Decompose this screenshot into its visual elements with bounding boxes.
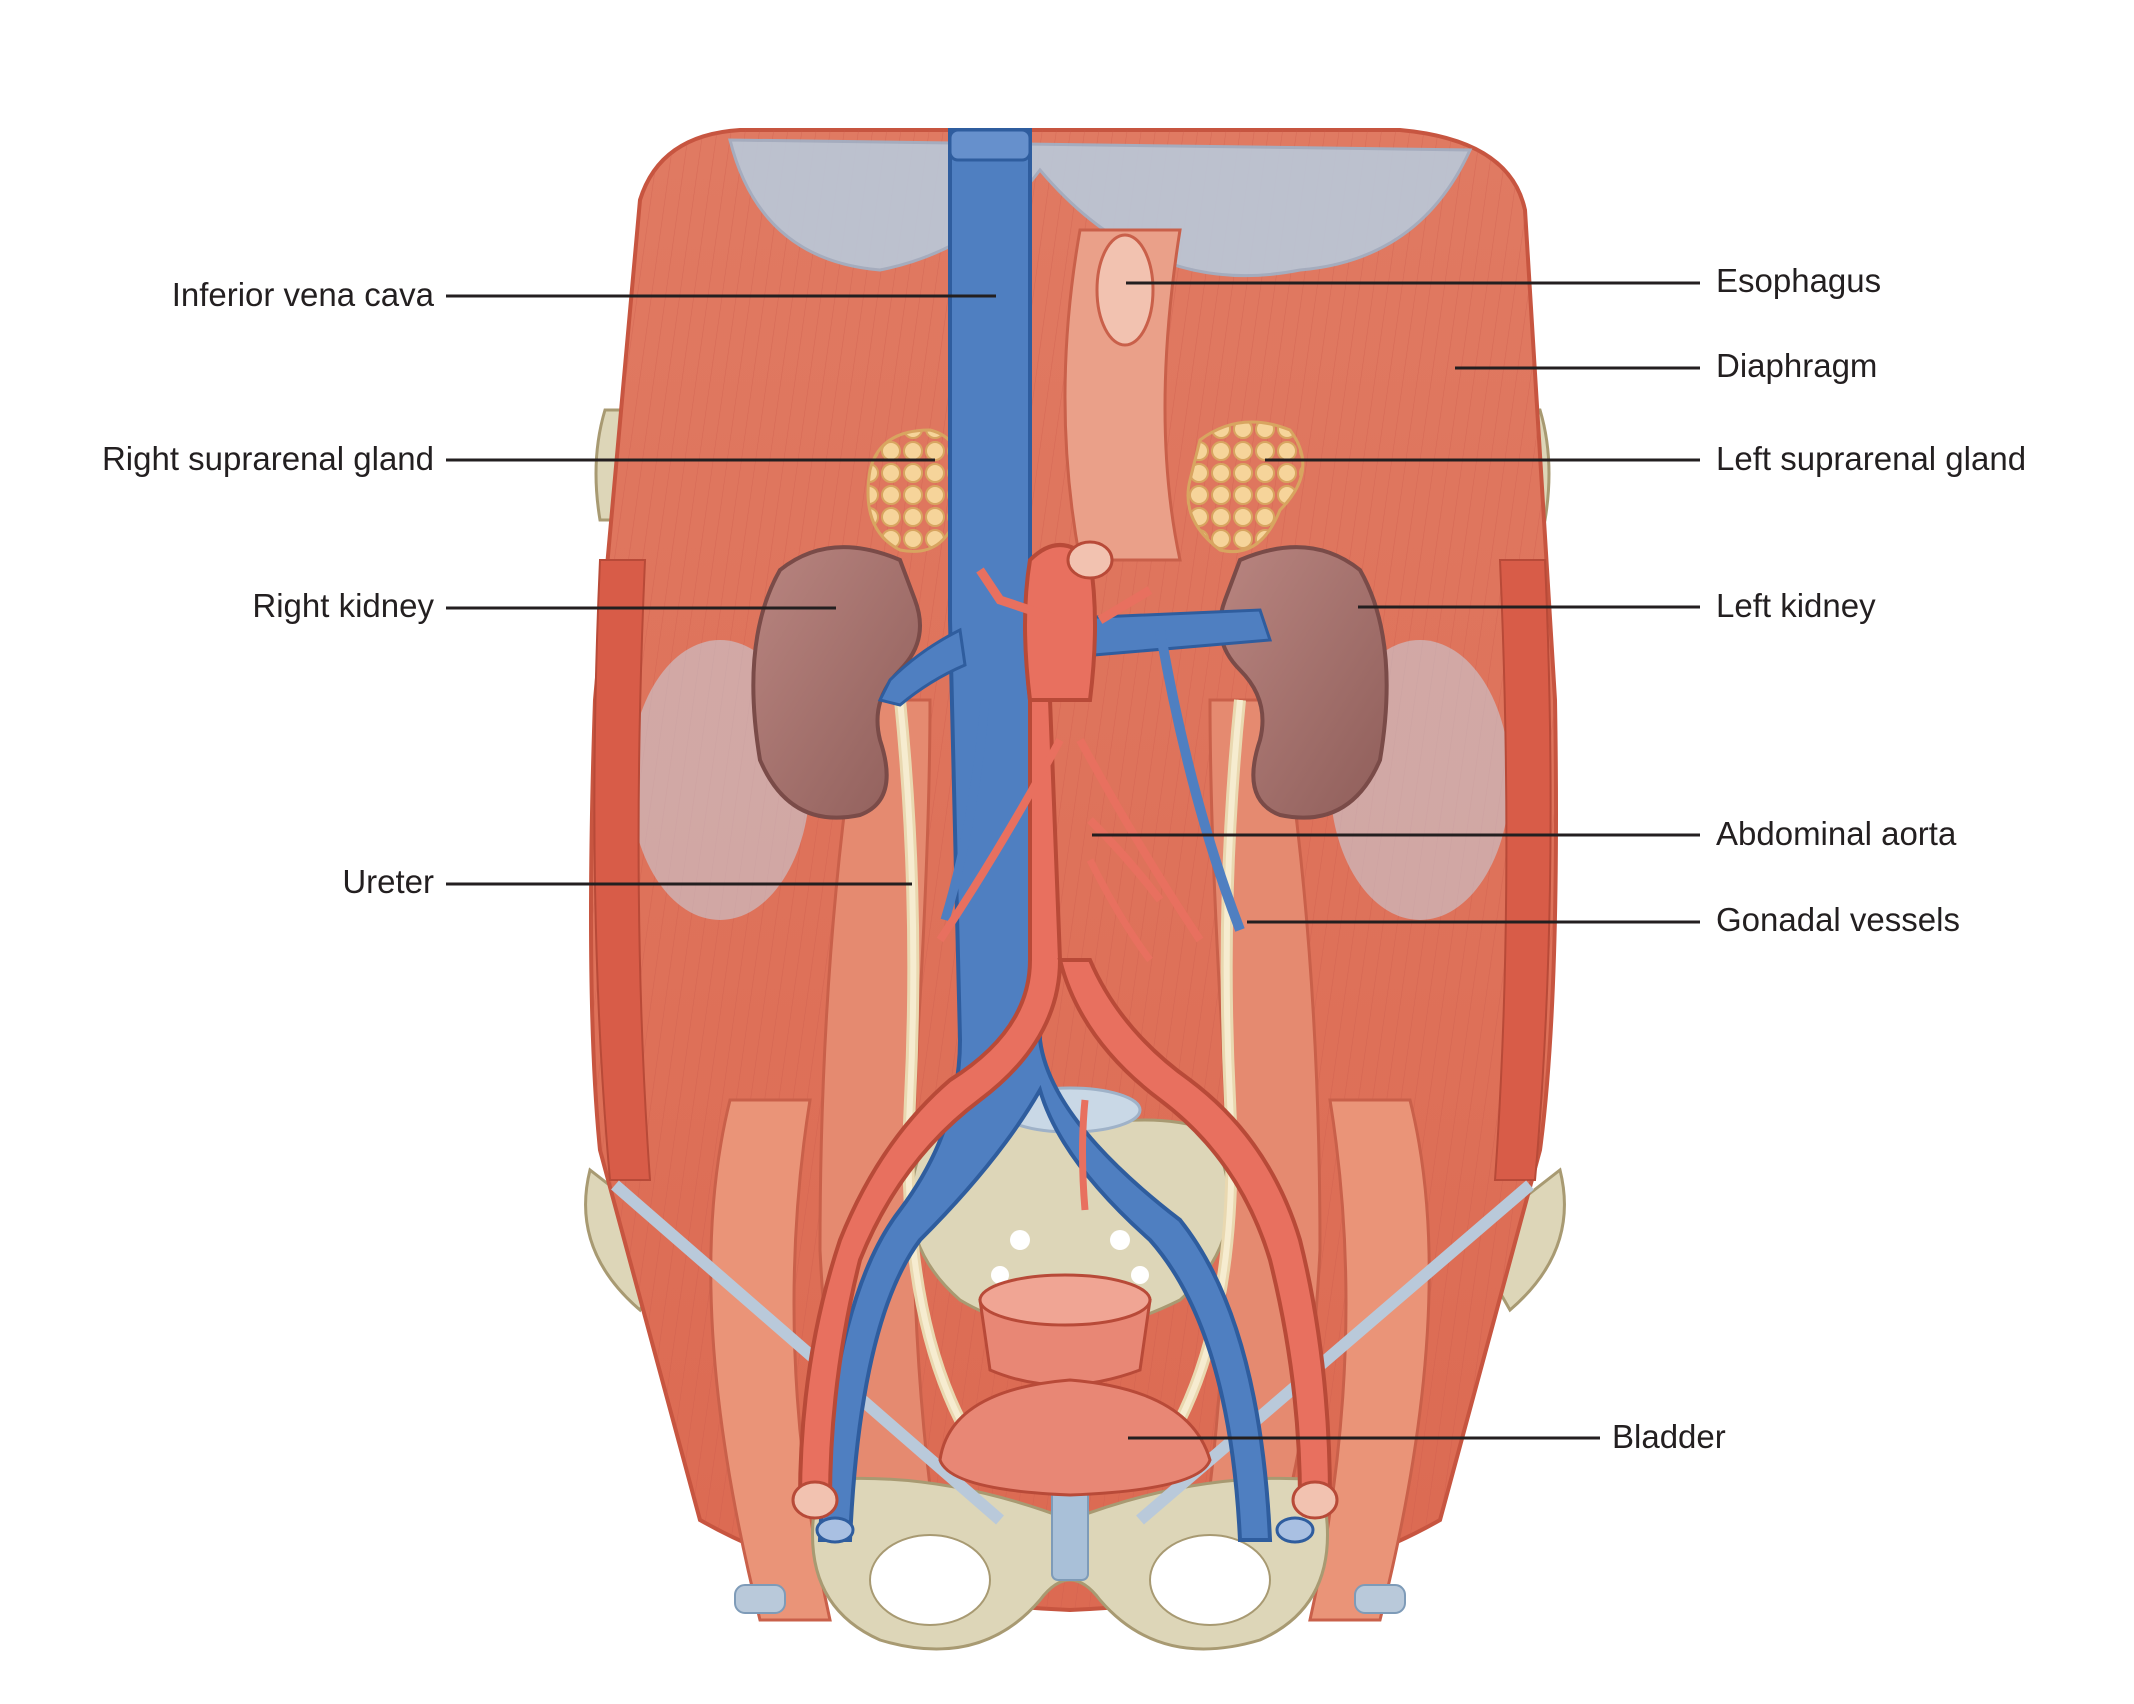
label-right-suprarenal-gland: Right suprarenal gland	[101, 440, 434, 477]
label-left-suprarenal-gland: Left suprarenal gland	[1716, 440, 2027, 477]
label-diaphragm: Diaphragm	[1716, 347, 1878, 384]
lateral-muscle-bands	[593, 559, 1552, 1181]
pelvis-bone	[811, 1086, 1329, 1651]
label-esophagus: Esophagus	[1716, 262, 1882, 299]
label-right-kidney: Right kidney	[252, 587, 434, 624]
label-bladder: Bladder	[1612, 1418, 1726, 1455]
label-gonadal-vessels: Gonadal vessels	[1716, 901, 1960, 938]
label-abdominal-aorta: Abdominal aorta	[1716, 815, 1957, 852]
label-left-kidney: Left kidney	[1716, 587, 1876, 624]
label-ureter: Ureter	[342, 863, 434, 900]
bladder-structure	[938, 1273, 1212, 1497]
esophagus-structure	[1063, 228, 1182, 562]
label-inferior-vena-cava: Inferior vena cava	[171, 276, 434, 313]
leader-lines	[446, 281, 1700, 1440]
arteries	[791, 540, 1339, 1544]
